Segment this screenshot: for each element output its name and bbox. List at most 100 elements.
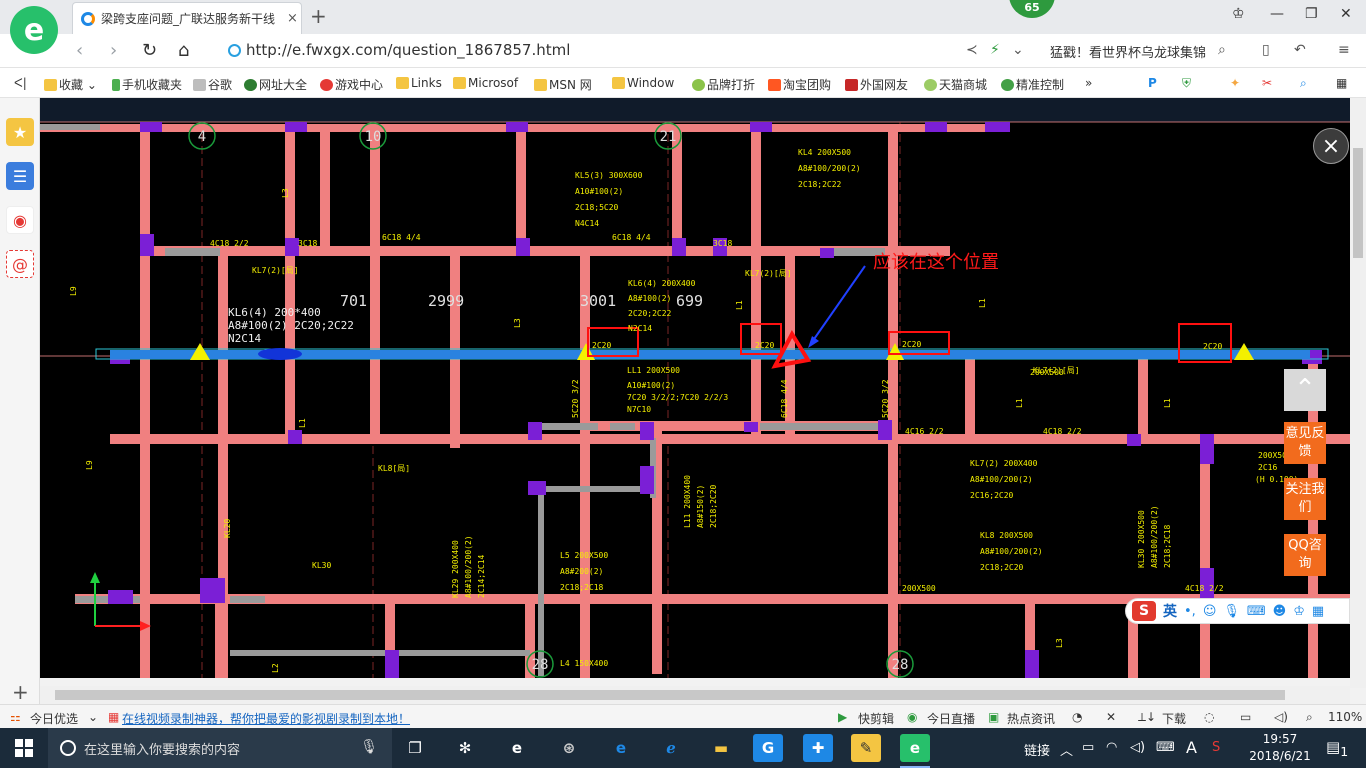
wifi-icon[interactable]: ◠ — [1106, 740, 1118, 755]
mic-icon[interactable]: 🎙 — [1223, 603, 1240, 619]
bookmarks-more-button[interactable]: » — [1085, 76, 1093, 90]
ime-mode-indicator[interactable]: A — [1186, 738, 1197, 757]
qq-consult-button[interactable]: QQ咨询 — [1284, 534, 1326, 576]
bookmark-item[interactable]: 淘宝团购 — [768, 76, 831, 93]
ime-toolbar[interactable]: S 英 •, ☺ 🎙 ⌨ ☻ ♔ ▦ — [1125, 598, 1350, 624]
window-icon[interactable]: ▭ — [1240, 710, 1252, 724]
bookmark-item[interactable]: Links — [396, 76, 442, 90]
filter-icon[interactable]: ⟂ — [1138, 710, 1147, 724]
url-field[interactable]: http://e.fwxgx.com/question_1867857.html — [246, 41, 571, 59]
emoji-icon[interactable]: ☺ — [1202, 603, 1217, 619]
start-button[interactable] — [0, 728, 48, 768]
home-icon[interactable]: ⌂ — [178, 40, 190, 61]
bookmark-item[interactable]: 手机收藏夹 — [112, 76, 182, 93]
notification-center-icon[interactable]: ▤1 — [1326, 738, 1349, 759]
follow-us-button[interactable]: 关注我们 — [1284, 478, 1326, 520]
puzzle-icon[interactable]: ✦ — [1230, 76, 1241, 90]
mail-icon[interactable]: @ — [6, 250, 34, 278]
search-icon[interactable]: ⌕ — [1300, 76, 1307, 90]
bookmark-item[interactable]: Microsof — [453, 76, 518, 90]
ext-icon[interactable]: P — [1148, 76, 1157, 90]
phone-icon[interactable]: ▯ — [1262, 42, 1270, 58]
scroll-thumb[interactable] — [55, 690, 1285, 700]
mic-icon[interactable]: 🎙 — [360, 739, 378, 755]
zoom-icon[interactable]: ⌕ — [1306, 710, 1313, 724]
scroll-thumb[interactable] — [1353, 148, 1363, 258]
live-link[interactable]: 今日直播 — [927, 712, 976, 726]
chevron-down-icon[interactable]: ⌄ — [88, 710, 99, 724]
maximize-button[interactable]: ❐ — [1305, 6, 1318, 22]
ime-punctuation[interactable]: •, — [1184, 603, 1196, 619]
skin-icon[interactable]: ♔ — [1293, 603, 1305, 619]
forward-icon[interactable]: › — [110, 40, 118, 61]
toolbox-icon[interactable]: ▦ — [1311, 603, 1325, 619]
speed-icon[interactable]: ◔ — [1072, 710, 1083, 724]
search-icon[interactable]: ⌕ — [1218, 42, 1226, 58]
sidebar-toggle-icon[interactable]: ᐸ| — [14, 76, 27, 90]
links-toolbar[interactable]: 链接 — [1024, 744, 1051, 759]
ie-icon[interactable]: ℯ — [666, 739, 676, 757]
clean-icon[interactable]: ◌ — [1204, 710, 1215, 724]
shirt-icon[interactable]: ♔ — [1232, 6, 1245, 22]
hot-news-link[interactable]: 热点资讯 — [1007, 712, 1056, 726]
tray-expand-icon[interactable]: ︿ — [1060, 744, 1074, 759]
tab-close-button[interactable]: × — [287, 11, 298, 26]
browser-tab[interactable]: 梁跨支座问题_广联达服务新干线 × — [72, 2, 302, 34]
undo-icon[interactable]: ↶ — [1294, 42, 1306, 58]
favorites-icon[interactable]: ★ — [6, 118, 34, 146]
today-pick-link[interactable]: 今日优选 — [30, 712, 79, 726]
hot-search-text[interactable]: 猛戳！看世界杯乌龙球集锦 — [1050, 46, 1207, 61]
feedback-button[interactable]: 意见反馈 — [1284, 422, 1326, 464]
quick-cut-link[interactable]: 快剪辑 — [858, 712, 895, 726]
battery-icon[interactable]: ▭ — [1082, 740, 1095, 755]
swirl-app-icon[interactable]: ⊛ — [562, 739, 576, 757]
bookmark-item[interactable]: 精准控制 — [1001, 76, 1064, 93]
volume-icon[interactable]: ◁) — [1130, 740, 1146, 755]
notification-badge[interactable]: 65 — [1009, 0, 1055, 18]
notes-app-icon[interactable]: ✎ — [851, 734, 881, 762]
clock[interactable]: 19:57 2018/6/21 — [1245, 731, 1315, 765]
volume-icon[interactable]: ◁) — [1274, 710, 1288, 724]
grid-icon[interactable]: ▦ — [1336, 76, 1348, 90]
bookmark-item[interactable]: 收藏 ⌄ — [44, 76, 97, 93]
bookmark-item[interactable]: 游戏中心 — [320, 76, 383, 93]
news-icon[interactable]: ☰ — [6, 162, 34, 190]
taskbar-search[interactable]: 在这里输入你要搜索的内容 🎙 — [48, 728, 392, 768]
browser-logo-icon[interactable]: e — [10, 6, 58, 54]
download-link[interactable]: 下载 — [1162, 712, 1187, 726]
close-window-button[interactable]: ✕ — [1340, 6, 1352, 22]
back-icon[interactable]: ‹ — [76, 40, 84, 61]
zoom-level[interactable]: 110% — [1328, 710, 1363, 724]
fan-app-icon[interactable]: ✻ — [458, 739, 472, 757]
bookmark-item[interactable]: 网址大全 — [244, 76, 307, 93]
browser-app-icon[interactable]: e — [511, 739, 523, 757]
add-sidebar-button[interactable]: + — [12, 680, 29, 704]
vertical-scrollbar[interactable] — [1350, 98, 1366, 688]
bookmark-item[interactable]: 外国网友 — [845, 76, 908, 93]
bookmark-item[interactable]: 天猫商城 — [924, 76, 987, 93]
minimize-button[interactable]: — — [1270, 6, 1284, 22]
keyboard-icon[interactable]: ⌨ — [1156, 740, 1175, 755]
weibo-icon[interactable]: ◉ — [6, 206, 34, 234]
chevron-down-icon[interactable]: ⌄ — [1012, 42, 1024, 58]
share-icon[interactable]: ≺ — [966, 42, 978, 58]
bookmark-item[interactable]: MSN 网 — [534, 76, 592, 93]
bookmark-item[interactable]: 品牌打折 — [692, 76, 755, 93]
g-app-icon[interactable]: G — [753, 734, 783, 762]
tools-icon[interactable]: ✕ — [1106, 710, 1117, 724]
user-icon[interactable]: ☻ — [1272, 603, 1287, 619]
shield-icon[interactable]: ⛨ — [1182, 76, 1192, 90]
file-explorer-icon[interactable]: ▬ — [713, 739, 729, 757]
download-icon[interactable]: ↓ — [1146, 710, 1157, 724]
edge-icon[interactable]: e — [615, 739, 627, 757]
active-browser-icon[interactable]: e — [900, 734, 930, 768]
cad-image-viewer[interactable]: 4 10 21 28 28 701 2999 3001 699 KL5(3) 3… — [40, 98, 1350, 678]
close-viewer-button[interactable]: × — [1313, 128, 1349, 164]
sogou-icon[interactable]: S — [1132, 601, 1156, 621]
bookmark-item[interactable]: 谷歌 — [193, 76, 232, 93]
scissors-icon[interactable]: ✂ — [1262, 76, 1273, 90]
refresh-icon[interactable]: ↻ — [142, 40, 158, 61]
news-link[interactable]: 在线视频录制神器，帮你把最爱的影视剧录制到本地！ — [122, 712, 411, 726]
lightning-icon[interactable]: ⚡ — [990, 42, 1000, 58]
sogou-tray-icon[interactable]: S — [1212, 740, 1221, 755]
